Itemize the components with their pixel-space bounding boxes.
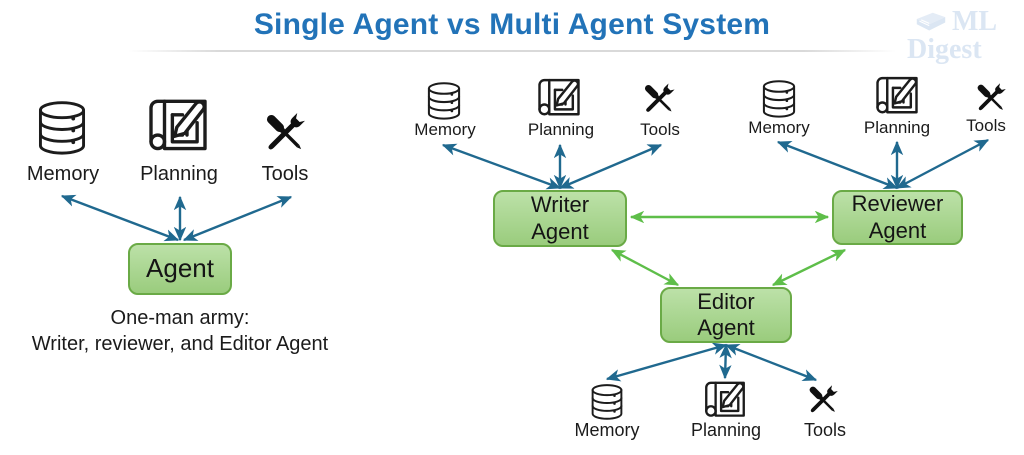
single-agent-box: Agent bbox=[128, 243, 232, 295]
agent-connectors bbox=[610, 210, 847, 287]
writer-agent-box-line2: Agent bbox=[531, 218, 589, 244]
single-agent-memory-label: Memory bbox=[26, 163, 100, 185]
writer-agent-planning-icon bbox=[531, 72, 587, 124]
single-agent-planning-icon bbox=[139, 90, 217, 162]
writer-agent-box: Writer Agent bbox=[493, 190, 627, 247]
editor-agent-box-line2: Agent bbox=[697, 315, 755, 340]
single-agent-box-label: Agent bbox=[146, 253, 214, 284]
resource-connectors bbox=[60, 138, 990, 382]
writer-agent-tools-label: Tools bbox=[640, 120, 680, 139]
writer-agent-tools-icon bbox=[637, 78, 681, 120]
caption-line-1: One-man army: bbox=[110, 307, 250, 329]
reviewer-agent-planning-label: Planning bbox=[863, 118, 931, 137]
editor-agent-memory-label: Memory bbox=[574, 420, 640, 440]
single-agent-planning-label: Planning bbox=[140, 163, 218, 185]
reviewer-agent-box-line1: Reviewer bbox=[851, 191, 944, 217]
writer-agent-planning-label: Planning bbox=[527, 120, 595, 139]
editor-agent-planning-label: Planning bbox=[690, 420, 762, 440]
reviewer-agent-box: Reviewer Agent bbox=[832, 190, 963, 245]
editor-agent-box-line1: Editor bbox=[697, 288, 755, 314]
writer-agent-memory-label: Memory bbox=[414, 120, 476, 139]
single-agent-tools-icon bbox=[257, 106, 313, 160]
editor-agent-planning-icon bbox=[698, 375, 752, 425]
page-title: Single Agent vs Multi Agent System bbox=[253, 8, 771, 41]
watermark: ML Digest bbox=[903, 8, 1023, 64]
reviewer-agent-tools-label: Tools bbox=[966, 116, 1006, 135]
writer-agent-box-line1: Writer bbox=[530, 192, 590, 218]
editor-agent-box: Editor Agent bbox=[660, 287, 792, 343]
editor-agent-tools-icon bbox=[802, 380, 844, 420]
single-agent-memory-icon bbox=[31, 98, 93, 158]
watermark-text-ml: ML bbox=[952, 6, 998, 37]
title-divider bbox=[128, 50, 896, 52]
single-agent-caption: One-man army: Writer, reviewer, and Edit… bbox=[0, 305, 360, 357]
single-agent-tools-label: Tools bbox=[261, 163, 309, 185]
writer-agent-memory-icon bbox=[421, 80, 467, 122]
editor-agent-memory-icon bbox=[584, 382, 630, 422]
reviewer-agent-memory-icon bbox=[756, 78, 802, 120]
reviewer-agent-tools-icon bbox=[970, 78, 1012, 118]
editor-agent-tools-label: Tools bbox=[803, 420, 847, 440]
reviewer-agent-memory-label: Memory bbox=[748, 118, 810, 137]
reviewer-agent-planning-icon bbox=[869, 70, 925, 122]
caption-line-2: Writer, reviewer, and Editor Agent bbox=[31, 333, 329, 355]
watermark-text-digest: Digest bbox=[907, 34, 982, 65]
reviewer-agent-box-line2: Agent bbox=[868, 217, 927, 243]
